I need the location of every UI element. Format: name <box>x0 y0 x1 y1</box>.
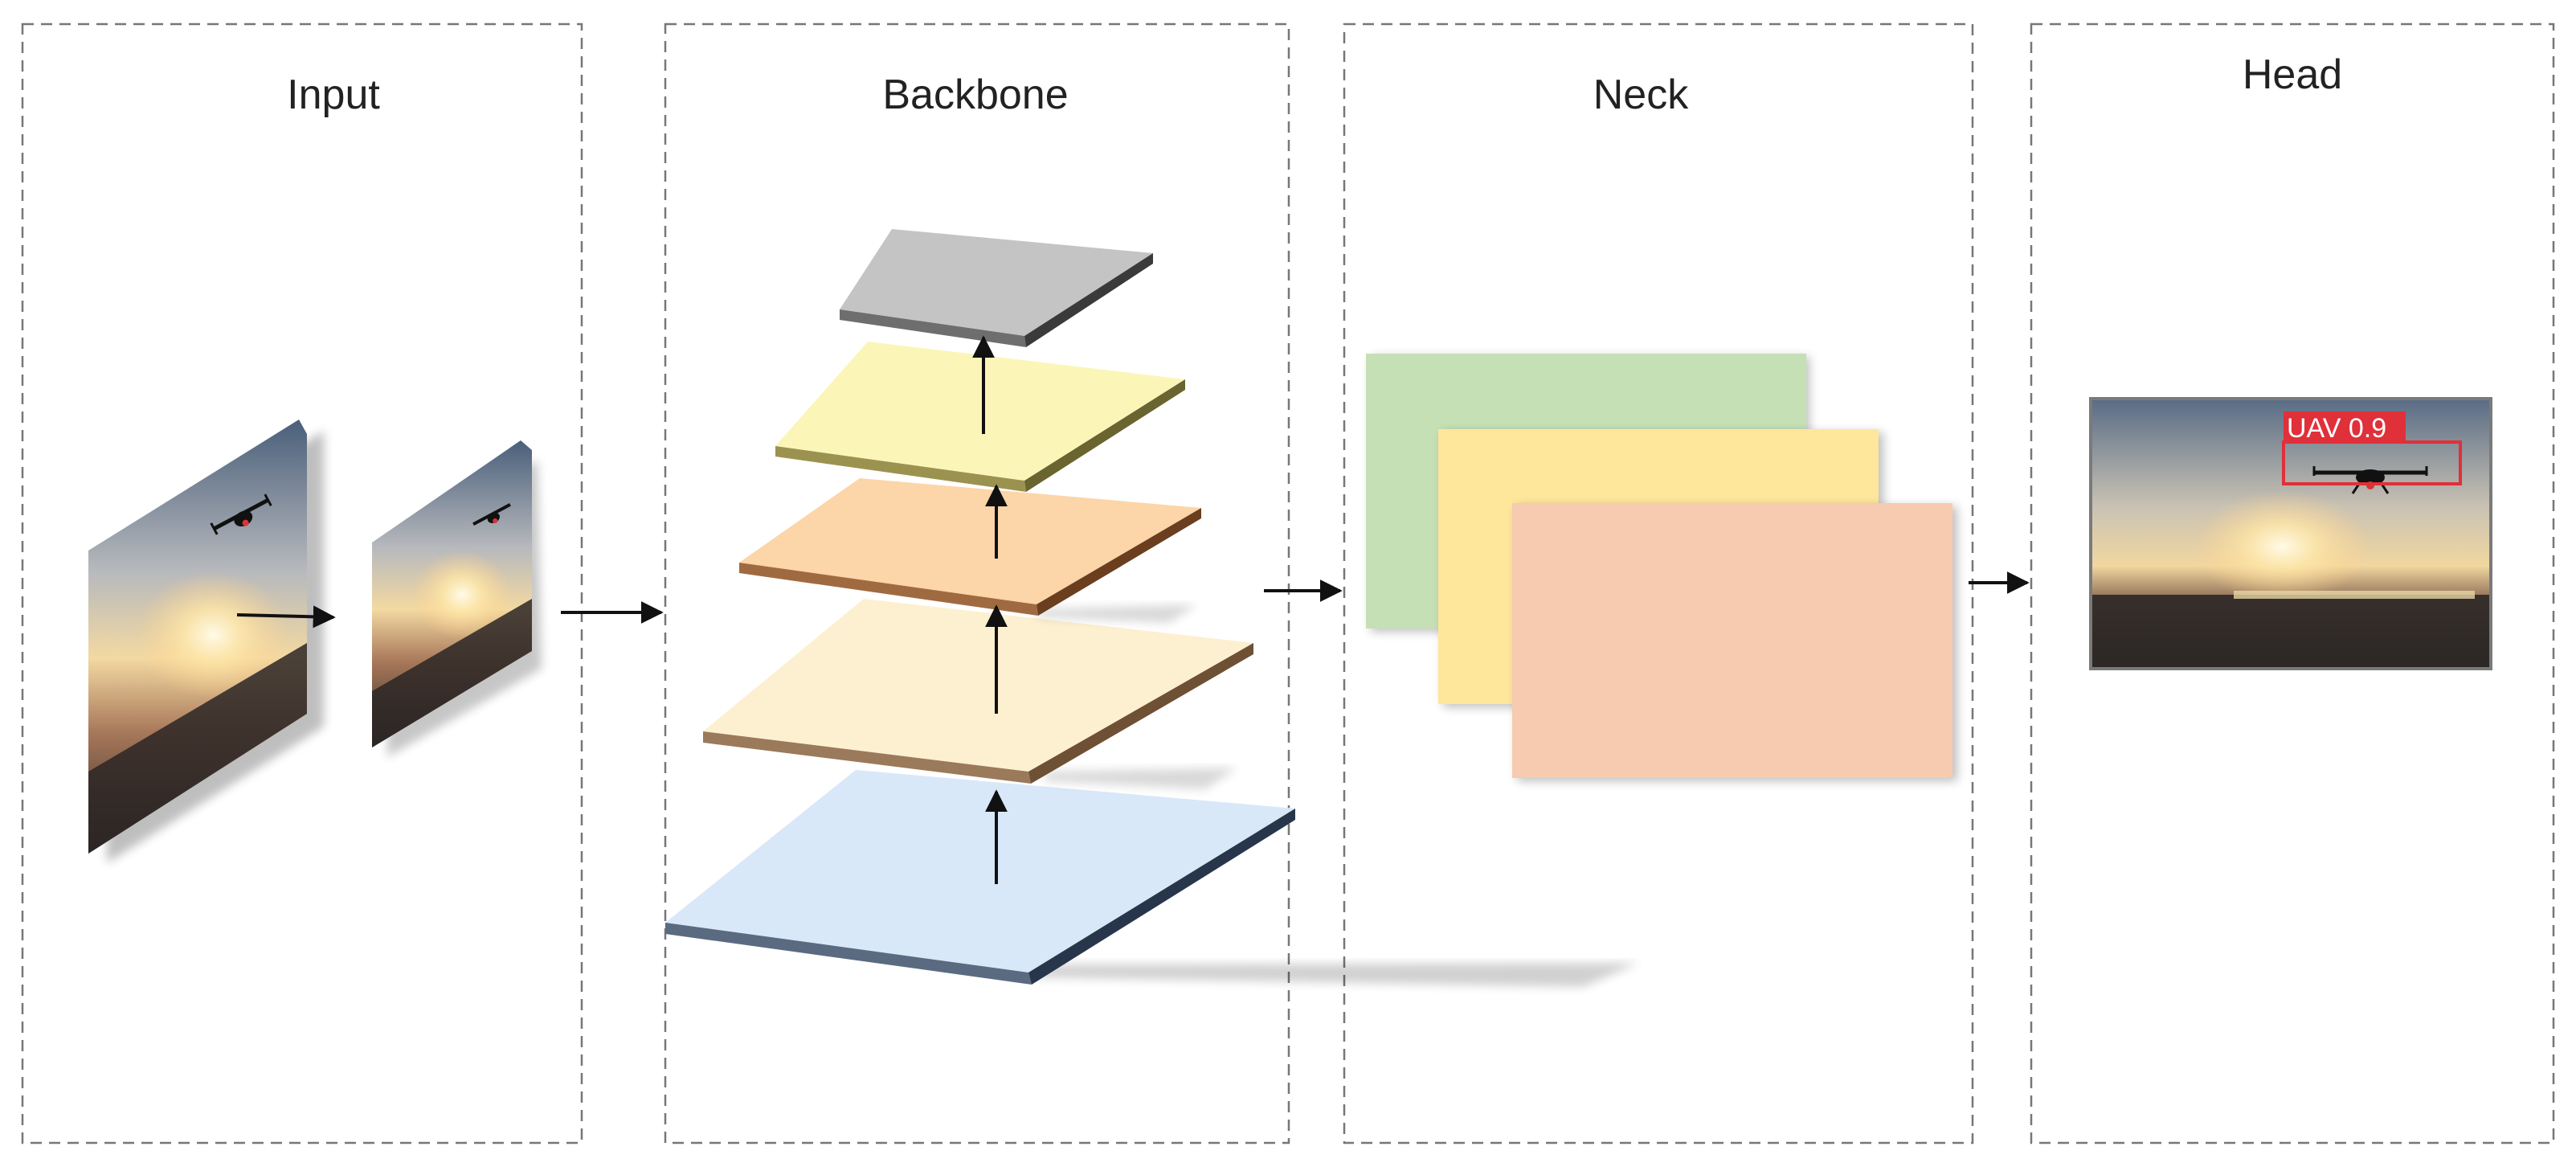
drone-icon <box>2312 466 2428 494</box>
panel-title-backbone: Backbone <box>882 72 1068 118</box>
detection-label-bg <box>2284 412 2406 444</box>
backbone-layer-2 <box>703 599 1253 789</box>
drone-icon <box>210 493 272 535</box>
panel-title-head: Head <box>2243 51 2342 98</box>
neck-feature-map-3 <box>1512 503 1957 781</box>
backbone-layer-4 <box>775 342 1185 492</box>
panel-input: Input <box>21 23 583 1144</box>
input-image-large <box>88 420 324 863</box>
input-image-small <box>372 440 542 757</box>
panel-backbone: Backbone <box>664 23 1290 1144</box>
detection-label: UAV 0.9 <box>2287 413 2386 444</box>
panel-title-input: Input <box>287 72 380 118</box>
backbone-layer-1 <box>665 770 1639 987</box>
input-resize-arrow <box>236 605 336 629</box>
panel-head: Head <box>2030 23 2555 1144</box>
detection-output-image: UAV 0.9 <box>2089 397 2492 670</box>
panel-title-neck: Neck <box>1593 72 1689 118</box>
backbone-layer-5 <box>840 229 1153 347</box>
drone-icon <box>472 503 511 526</box>
backbone-layer-3 <box>739 478 1201 623</box>
